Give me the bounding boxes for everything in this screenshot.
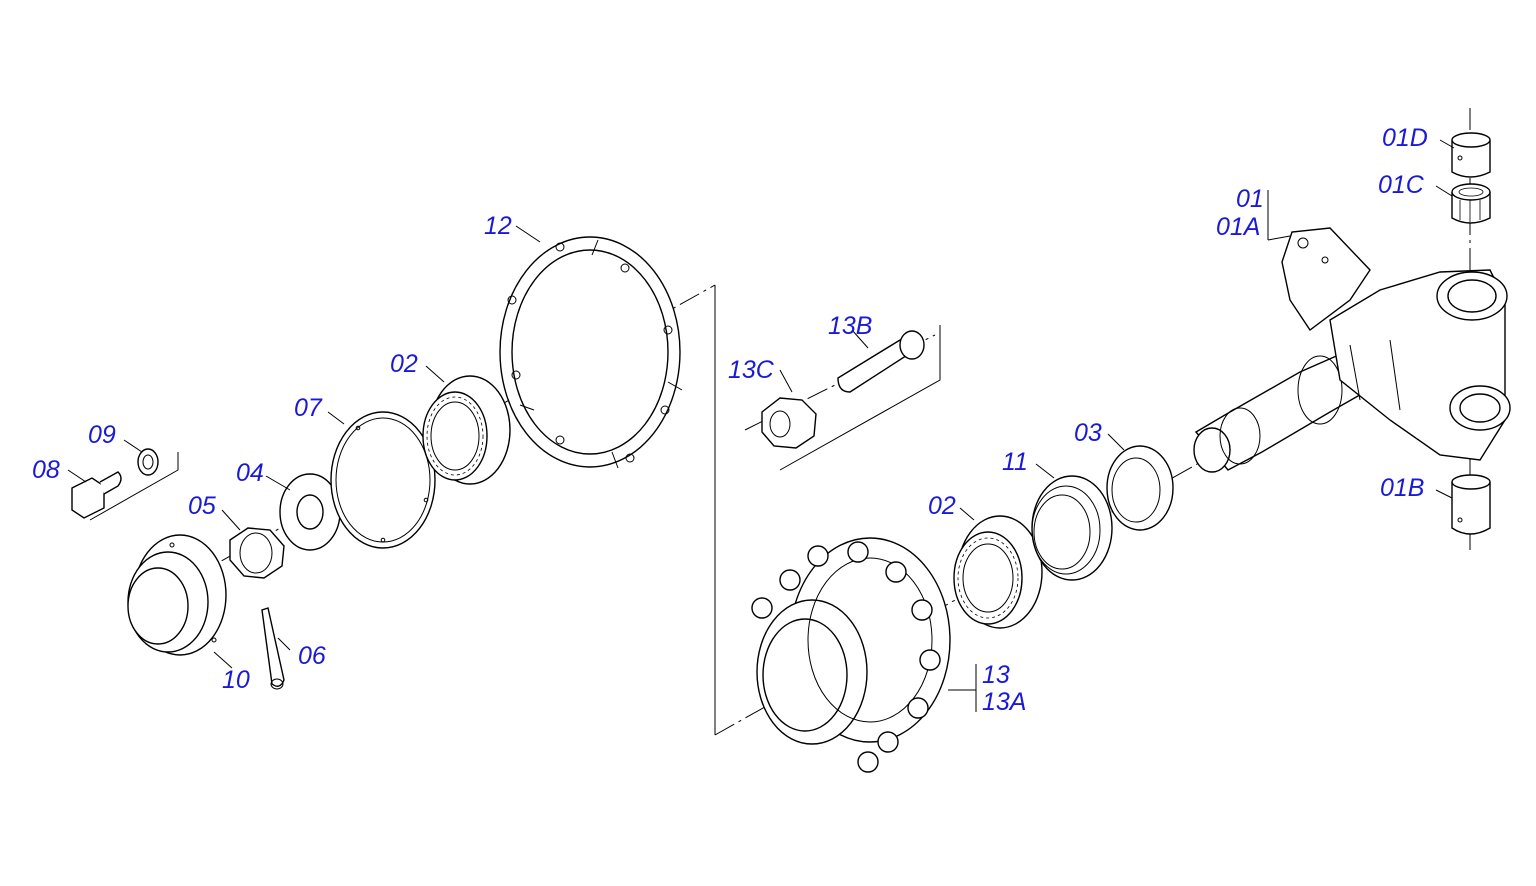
part-labels: 08 09 05 04 06 07 02 12 10 13C 13B 02 11… — [32, 124, 1428, 716]
part-08-bolt — [71, 471, 122, 519]
label-13C: 13C — [728, 356, 775, 384]
part-04-washer — [279, 473, 341, 551]
part-05-castle-nut — [229, 527, 285, 579]
label-01B: 01B — [1380, 474, 1424, 502]
label-08: 08 — [32, 456, 60, 484]
part-01d-bushing — [1451, 132, 1491, 178]
bracket-left — [89, 452, 179, 521]
part-13b-wheel-stud — [837, 330, 925, 393]
label-04: 04 — [236, 459, 264, 487]
label-01: 01 — [1236, 185, 1264, 213]
label-03: 03 — [1074, 419, 1102, 447]
label-01C: 01C — [1378, 171, 1425, 199]
label-09: 09 — [88, 421, 116, 449]
part-01-steering-knuckle — [1193, 227, 1511, 473]
part-10-hub-cap — [127, 534, 227, 656]
label-13: 13 — [982, 661, 1010, 689]
label-13A: 13A — [982, 688, 1026, 716]
bracket-bolt — [779, 325, 941, 471]
hub-studs — [751, 541, 941, 773]
label-11: 11 — [1002, 448, 1028, 476]
label-02-upper: 02 — [390, 350, 418, 378]
part-09-washer — [137, 448, 159, 476]
part-07-gasket — [330, 411, 436, 549]
part-13c-wheel-nut — [761, 397, 817, 449]
label-01D: 01D — [1382, 124, 1428, 152]
label-06: 06 — [298, 642, 326, 670]
part-06-cotter-pin — [261, 607, 285, 690]
part-02-bearing-outer — [422, 375, 511, 485]
label-12: 12 — [484, 212, 512, 240]
part-01b-bushing — [1451, 474, 1491, 535]
label-07: 07 — [294, 394, 323, 422]
part-03-spacer-ring — [1106, 445, 1174, 531]
part-11-oil-seal — [1031, 475, 1113, 581]
label-05: 05 — [188, 492, 216, 520]
label-13B: 13B — [828, 312, 872, 340]
label-01A: 01A — [1216, 213, 1260, 241]
part-02-bearing-inner — [953, 515, 1043, 629]
part-01c-needle-bearing — [1451, 183, 1491, 224]
part-13-wheel-hub — [751, 537, 951, 773]
part-12-tone-ring — [499, 236, 683, 469]
label-02-lower: 02 — [928, 492, 956, 520]
label-10: 10 — [222, 666, 250, 694]
leader-lines — [67, 139, 1455, 712]
